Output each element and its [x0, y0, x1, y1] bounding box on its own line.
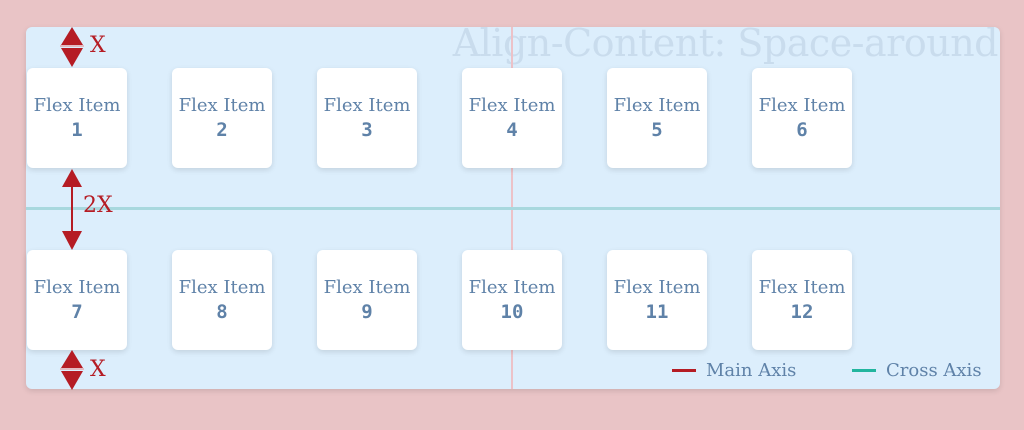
top-spacing-label: X	[90, 33, 106, 58]
middle-spacing-arrow-up	[62, 169, 82, 187]
main-axis-swatch	[672, 369, 696, 372]
flex-item-12: Flex Item 12	[752, 250, 852, 350]
flex-item-1: Flex Item 1	[27, 68, 127, 168]
flex-item-label: Flex Item	[758, 277, 846, 298]
flex-item-number: 8	[216, 301, 228, 323]
flex-item-8: Flex Item 8	[172, 250, 272, 350]
flex-item-label: Flex Item	[178, 95, 266, 116]
flex-item-10: Flex Item 10	[462, 250, 562, 350]
flex-item-6: Flex Item 6	[752, 68, 852, 168]
flex-item-label: Flex Item	[33, 277, 121, 298]
bottom-spacing-label: X	[90, 357, 106, 382]
flex-item-label: Flex Item	[613, 95, 701, 116]
bottom-spacing-arrow-up	[61, 350, 83, 368]
flex-item-label: Flex Item	[33, 95, 121, 116]
legend-cross-axis: Cross Axis	[852, 360, 982, 381]
flex-item-11: Flex Item 11	[607, 250, 707, 350]
flex-item-number: 11	[645, 301, 669, 323]
top-spacing-arrow-up	[61, 27, 83, 45]
middle-spacing-arrow-down	[62, 231, 82, 250]
cross-axis-label: Cross Axis	[886, 360, 982, 381]
flex-item-label: Flex Item	[178, 277, 266, 298]
flex-item-7: Flex Item 7	[27, 250, 127, 350]
flex-item-9: Flex Item 9	[317, 250, 417, 350]
flex-item-label: Flex Item	[613, 277, 701, 298]
flex-item-4: Flex Item 4	[462, 68, 562, 168]
top-spacing-arrow-down	[61, 48, 83, 67]
flex-item-number: 9	[361, 301, 373, 323]
flex-item-label: Flex Item	[323, 95, 411, 116]
cross-axis-swatch	[852, 369, 876, 372]
flex-item-number: 10	[500, 301, 524, 323]
bottom-spacing-arrow-down	[61, 371, 83, 390]
middle-spacing-label: 2X	[83, 193, 113, 218]
flex-item-2: Flex Item 2	[172, 68, 272, 168]
flex-item-label: Flex Item	[468, 95, 556, 116]
flex-item-number: 12	[790, 301, 814, 323]
cross-axis-line	[26, 207, 1000, 210]
flex-item-number: 7	[71, 301, 83, 323]
diagram-title: Align-Content: Space-around	[452, 27, 999, 65]
flex-item-label: Flex Item	[323, 277, 411, 298]
flex-item-3: Flex Item 3	[317, 68, 417, 168]
flex-item-5: Flex Item 5	[607, 68, 707, 168]
flex-item-number: 4	[506, 119, 518, 141]
flex-item-number: 5	[651, 119, 663, 141]
flex-item-label: Flex Item	[758, 95, 846, 116]
main-axis-label: Main Axis	[706, 360, 797, 381]
legend-main-axis: Main Axis	[672, 360, 796, 381]
flex-item-label: Flex Item	[468, 277, 556, 298]
flex-item-number: 1	[71, 119, 83, 141]
flex-item-number: 2	[216, 119, 228, 141]
flex-item-number: 6	[796, 119, 808, 141]
flex-item-number: 3	[361, 119, 373, 141]
